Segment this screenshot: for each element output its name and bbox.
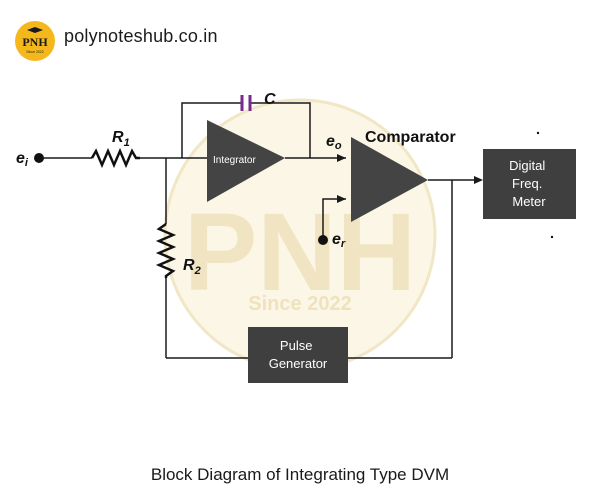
input-sub: i (25, 157, 29, 169)
svg-text:Digital Freq. Meter: Digital Freq. Meter (509, 158, 549, 209)
watermark-text: PNH (184, 191, 416, 314)
er-label: e (332, 231, 341, 248)
r2-label: R (183, 257, 195, 274)
input-label: e (16, 150, 25, 167)
input-terminal (34, 153, 44, 163)
logo-subtext: Since 2022 (26, 50, 44, 54)
graduation-cap-icon (27, 27, 43, 33)
svg-text:R1: R1 (112, 129, 130, 149)
comparator-label: Comparator (365, 129, 456, 146)
pulse-generator-block (248, 327, 348, 383)
diagram-caption: Block Diagram of Integrating Type DVM (150, 465, 450, 484)
wires (40, 102, 474, 359)
pulse-line-1: Pulse (280, 338, 313, 353)
meter-line-1: Digital (509, 158, 545, 173)
integrator-label: Integrator (213, 155, 256, 166)
er-terminal (318, 235, 328, 245)
r2-resistor (155, 222, 177, 278)
r2-sub: 2 (194, 265, 201, 277)
meter-line-2: Freq. (512, 176, 542, 191)
svg-text:R2: R2 (183, 257, 201, 277)
integrator-block (207, 120, 285, 202)
r1-sub: 1 (124, 137, 130, 149)
arrowheads (337, 154, 483, 203)
pulse-line-2: Generator (269, 356, 328, 371)
stray-dot (550, 235, 554, 239)
logo-text: PNH (22, 35, 48, 49)
eo-sub: o (335, 140, 342, 152)
meter-line-3: Meter (512, 194, 546, 209)
comparator-block (351, 137, 428, 222)
r1-resistor (90, 147, 140, 169)
svg-text:er: er (332, 231, 346, 250)
digital-freq-meter-block (483, 149, 576, 219)
svg-text:ei: ei (16, 150, 29, 169)
watermark-subtext: Since 2022 (248, 293, 351, 315)
svg-text:Pulse Generator: Pulse Generator (269, 338, 328, 371)
er-sub: r (341, 238, 346, 250)
svg-text:eo: eo (326, 133, 342, 152)
stray-dot (536, 131, 540, 135)
polynoteshub-logo: PNH Since 2022 (15, 21, 55, 61)
r1-label: R (112, 129, 124, 146)
eo-label: e (326, 133, 335, 150)
capacitor-label: C (264, 91, 276, 108)
capacitor (240, 95, 252, 111)
site-name[interactable]: polynoteshub.co.in (64, 26, 218, 46)
